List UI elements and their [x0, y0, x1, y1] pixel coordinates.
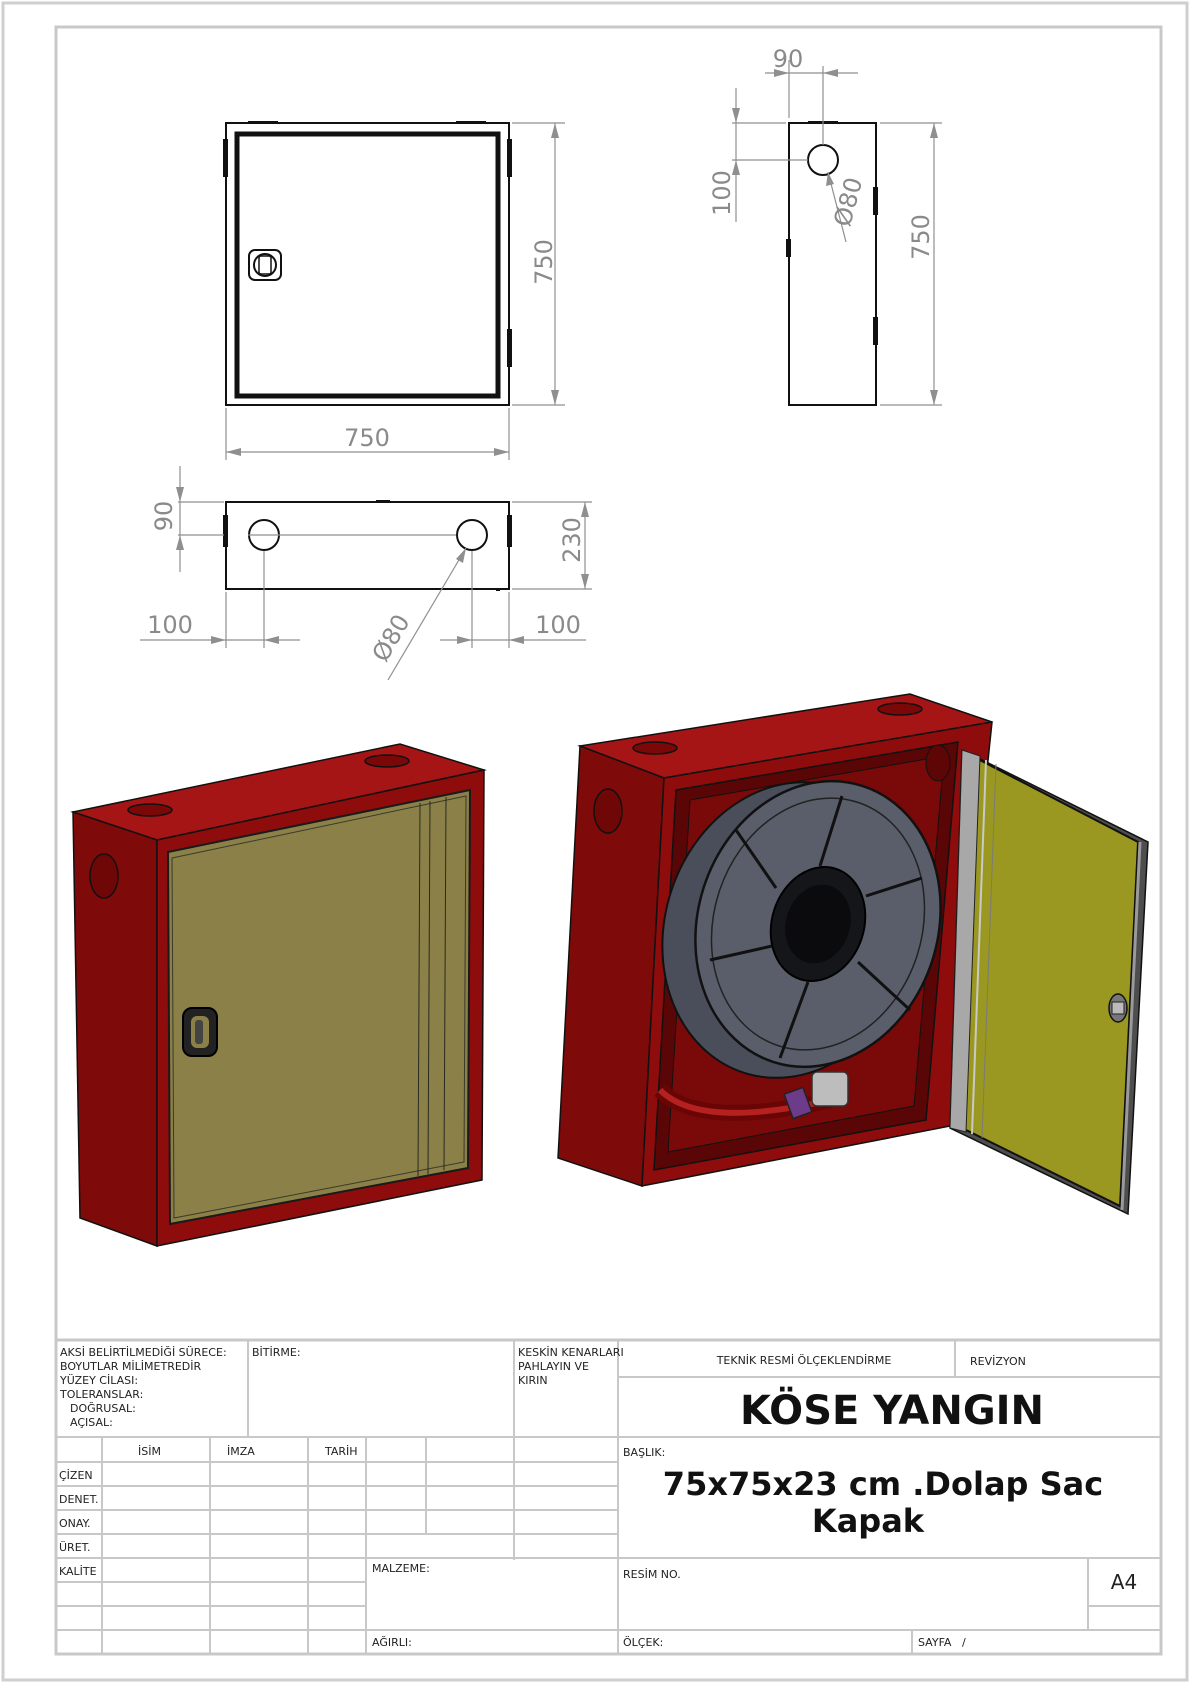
- revision-label: REVİZYON: [970, 1355, 1026, 1368]
- col-header-name: İSİM: [138, 1445, 161, 1458]
- edges-note-1: KESKİN KENARLARI: [518, 1346, 624, 1359]
- top-right-offset-dimension: 100: [535, 611, 581, 639]
- row-label-checked: DENET.: [59, 1493, 99, 1506]
- door-handle-icon: [248, 249, 282, 281]
- note-line-2: BOYUTLAR MİLİMETREDİR: [60, 1360, 202, 1373]
- col-header-signature: İMZA: [227, 1445, 255, 1458]
- side-height-dimension: 750: [907, 214, 935, 260]
- side-hole-diameter: Ø80: [828, 174, 868, 229]
- top-depth-dimension: 230: [558, 517, 586, 563]
- col-header-date: TARİH: [324, 1445, 358, 1458]
- side-hole: [807, 144, 839, 176]
- weight-label: AĞIRLI:: [372, 1636, 412, 1649]
- note-line-5: DOĞRUSAL:: [70, 1402, 136, 1415]
- row-label-drawn: ÇİZEN: [59, 1469, 93, 1482]
- row-label-manufactured: ÜRET.: [59, 1541, 91, 1554]
- open-door-lock-icon: [1108, 993, 1128, 1023]
- scaling-label: TEKNİK RESMİ ÖLÇEKLENDİRME: [716, 1354, 892, 1367]
- top-hole-right: [456, 519, 488, 551]
- side-view: 90 100 Ø80 750: [708, 45, 942, 406]
- edges-note-3: KIRIN: [518, 1374, 548, 1387]
- row-label-quality: KALİTE: [59, 1565, 97, 1578]
- note-line-3: YÜZEY CİLASI:: [59, 1374, 138, 1387]
- top-left-offset-dimension: 100: [147, 611, 193, 639]
- isometric-open-cabinet: [557, 693, 1149, 1216]
- drawing-no-label: RESİM NO.: [623, 1568, 681, 1581]
- top-depth-offset-dimension: 90: [150, 501, 178, 532]
- heading-label: BAŞLIK:: [623, 1446, 665, 1459]
- scale-label: ÖLÇEK:: [623, 1636, 663, 1649]
- edges-note-2: PAHLAYIN VE: [518, 1360, 589, 1373]
- top-view: 90 230 100 100 Ø80: [140, 466, 592, 681]
- company-name: KÖSE YANGIN: [740, 1386, 1044, 1434]
- closed-door-handle-icon: [182, 1007, 218, 1057]
- page-label: SAYFA: [918, 1636, 952, 1649]
- top-hole-diameter: Ø80: [367, 610, 416, 667]
- material-label: MALZEME:: [372, 1562, 430, 1575]
- front-height-dimension: 750: [530, 239, 558, 285]
- drawing-title-line-1: 75x75x23 cm .Dolap Sac: [663, 1465, 1103, 1503]
- front-width-dimension: 750: [344, 424, 390, 452]
- drawing-title-line-2: Kapak: [812, 1502, 925, 1540]
- hose-reel: [661, 779, 942, 1079]
- note-line-4: TOLERANSLAR:: [59, 1388, 143, 1401]
- note-line-1: AKSİ BELİRTİLMEDİĞİ SÜRECE:: [60, 1346, 227, 1359]
- sheet-size: A4: [1111, 1570, 1137, 1594]
- page-separator: /: [962, 1636, 966, 1649]
- row-label-approved: ONAY.: [59, 1517, 91, 1530]
- side-top-offset-dimension: 90: [773, 45, 804, 73]
- isometric-closed-cabinet: [70, 743, 487, 1248]
- side-left-offset-dimension: 100: [708, 170, 736, 216]
- front-view: 750 750: [223, 121, 565, 460]
- title-block: AKSİ BELİRTİLMEDİĞİ SÜRECE: BOYUTLAR MİL…: [54, 1338, 1163, 1656]
- finish-label: BİTİRME:: [252, 1346, 301, 1359]
- note-line-6: AÇISAL:: [70, 1416, 113, 1429]
